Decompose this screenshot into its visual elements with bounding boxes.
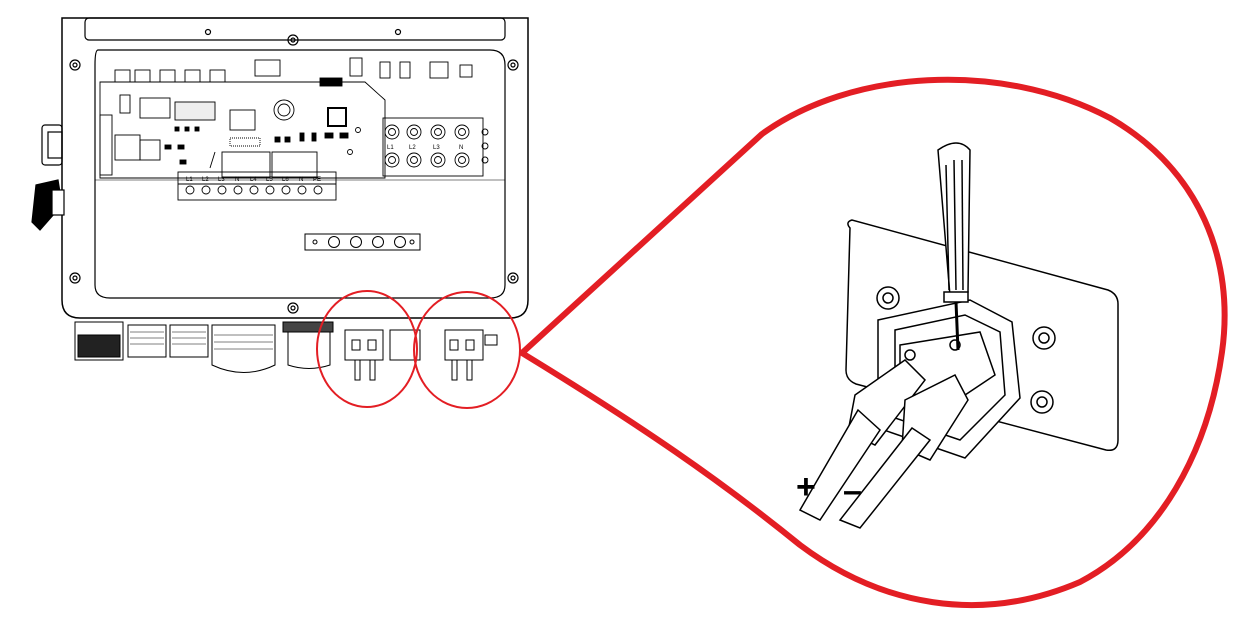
pv-input-connector-1 xyxy=(344,329,421,381)
pv-input-connector-2 xyxy=(444,329,498,381)
load-terminal-label: N xyxy=(235,177,239,183)
ac-terminal-label: N xyxy=(459,145,463,151)
zoomed-connector-illustration xyxy=(798,142,1119,529)
ac-grid-terminal-block xyxy=(382,117,489,177)
bottom-cable-glands xyxy=(74,321,334,373)
load-terminal-label: L4 xyxy=(250,177,257,183)
highlight-circle-pv2 xyxy=(413,291,521,409)
ac-terminal-label: L1 xyxy=(387,145,394,151)
side-switch xyxy=(31,124,65,231)
load-terminal-label: N xyxy=(299,177,303,183)
load-terminal-label: L3 xyxy=(218,177,225,183)
load-terminal-label: PE xyxy=(313,177,321,183)
load-terminal-label: L1 xyxy=(186,177,193,183)
load-terminal-labels: L1 L2 L3 N L4 L5 L6 N PE xyxy=(186,177,321,183)
ground-bar xyxy=(304,233,421,251)
ac-terminal-label: L2 xyxy=(409,145,416,151)
plus-polarity-label: + xyxy=(796,468,816,506)
ac-terminal-label: L3 xyxy=(433,145,440,151)
load-terminal-label: L6 xyxy=(282,177,289,183)
zoom-callout-outline xyxy=(519,76,1228,608)
minus-polarity-label: – xyxy=(843,472,862,510)
mounting-screws xyxy=(69,28,519,314)
ac-grid-terminal-labels: L1 L2 L3 N xyxy=(387,145,463,151)
load-terminal-label: L5 xyxy=(266,177,273,183)
highlight-circle-pv1 xyxy=(316,290,418,408)
control-pcb xyxy=(99,57,473,179)
load-terminal-strip xyxy=(177,171,337,201)
load-terminal-label: L2 xyxy=(202,177,209,183)
